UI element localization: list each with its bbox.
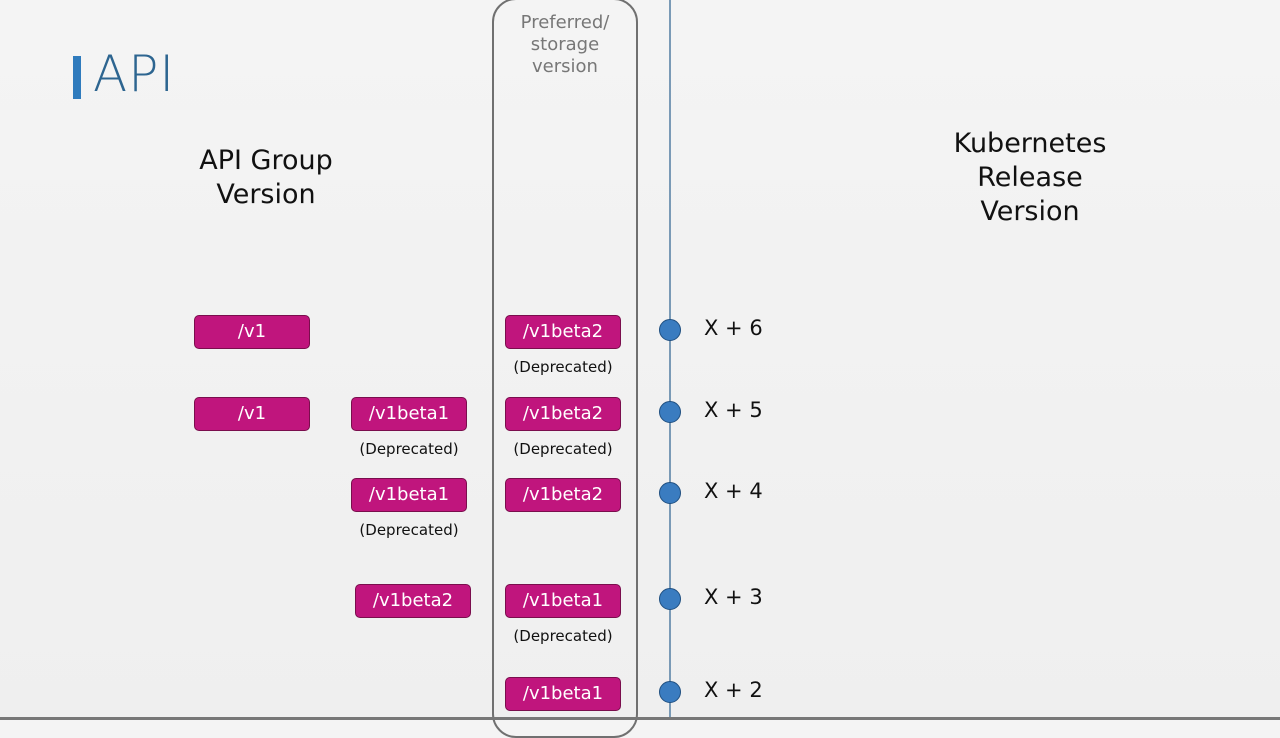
title-accent-bar <box>73 56 81 99</box>
label-line: Preferred/ <box>520 12 610 33</box>
label-line: version <box>532 56 598 77</box>
release-marker-dot <box>659 681 681 703</box>
api-version-pill-preferred: /v1beta2 <box>505 315 621 349</box>
release-marker-dot <box>659 482 681 504</box>
release-marker-dot <box>659 401 681 423</box>
heading-line: Version <box>980 196 1080 227</box>
api-version-pill-preferred: /v1beta1 <box>505 677 621 711</box>
api-version-pill-preferred: /v1beta2 <box>505 478 621 512</box>
kubernetes-release-heading: Kubernetes Release Version <box>930 127 1130 229</box>
api-version-pill-preferred: /v1beta2 <box>505 397 621 431</box>
api-version-pill-col1: /v1 <box>194 315 310 349</box>
api-version-pill-col2: /v1beta1 <box>351 478 467 512</box>
api-version-pill-col2: /v1beta2 <box>355 584 471 618</box>
api-group-version-heading: API Group Version <box>186 144 346 212</box>
preferred-storage-label: Preferred/ storage version <box>492 12 638 78</box>
heading-line: Release <box>977 162 1083 193</box>
release-timeline <box>669 0 671 720</box>
release-marker-dot <box>659 319 681 341</box>
api-version-pill-preferred: /v1beta1 <box>505 584 621 618</box>
release-version-label: X + 3 <box>704 585 763 609</box>
release-version-label: X + 4 <box>704 479 763 503</box>
deprecated-label: (Deprecated) <box>359 521 459 539</box>
api-version-pill-col2: /v1beta1 <box>351 397 467 431</box>
release-version-label: X + 5 <box>704 398 763 422</box>
page-title: API <box>93 45 176 103</box>
bottom-divider <box>0 717 1280 720</box>
api-version-pill-col1: /v1 <box>194 397 310 431</box>
release-version-label: X + 2 <box>704 678 763 702</box>
release-marker-dot <box>659 588 681 610</box>
deprecated-label: (Deprecated) <box>359 440 459 458</box>
heading-line: API Group <box>199 145 333 176</box>
release-version-label: X + 6 <box>704 316 763 340</box>
deprecated-label: (Deprecated) <box>513 440 613 458</box>
label-line: storage <box>530 34 600 55</box>
deprecated-label: (Deprecated) <box>513 358 613 376</box>
heading-line: Version <box>216 179 316 210</box>
deprecated-label: (Deprecated) <box>513 627 613 645</box>
heading-line: Kubernetes <box>953 128 1107 159</box>
